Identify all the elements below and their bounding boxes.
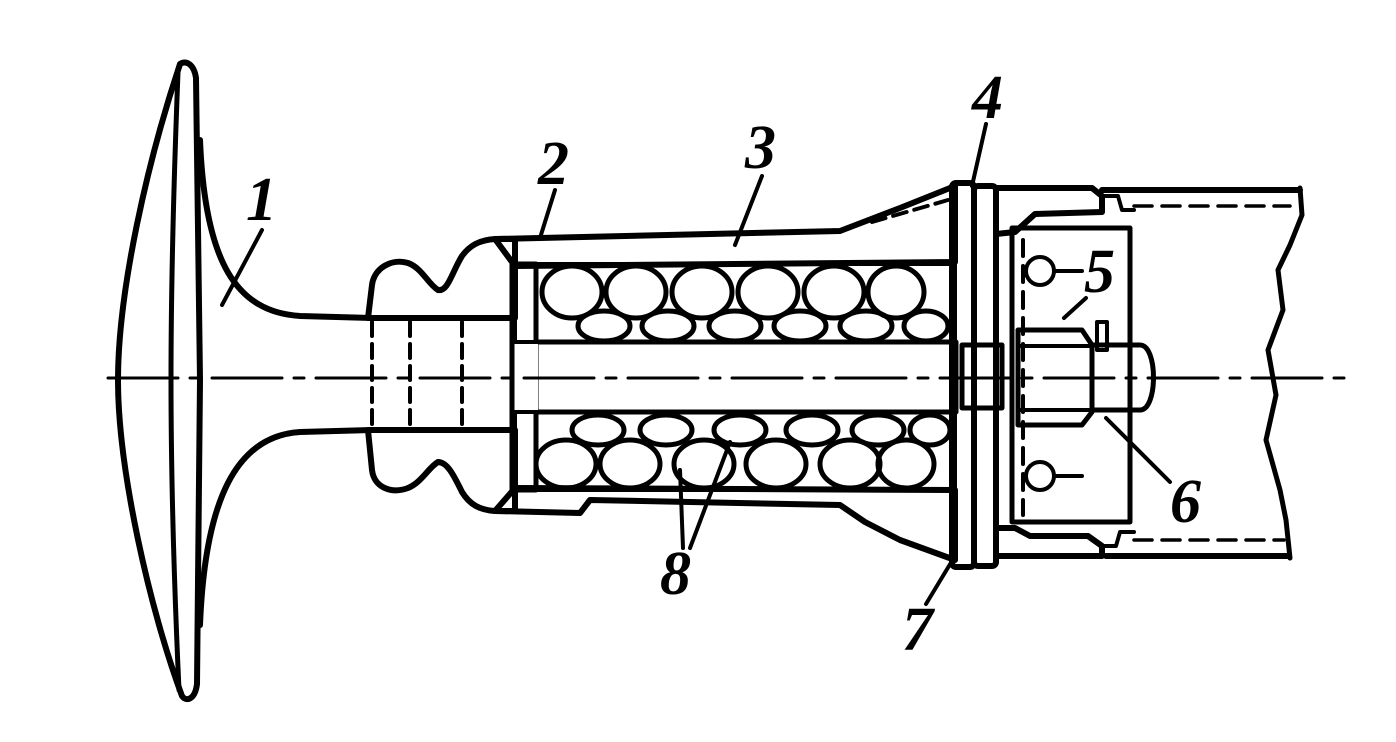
mounting-flange-top	[993, 185, 1105, 237]
frame-beam-connectors	[1100, 194, 1136, 548]
leader-line-6	[1104, 416, 1172, 484]
spring-pack-lower	[513, 410, 957, 492]
callout-8: 8	[660, 540, 691, 608]
lower-bolt	[1024, 460, 1084, 492]
collar-bore-hidden-lines	[370, 320, 464, 430]
callout-4: 4	[971, 64, 1003, 132]
mounting-flange-bottom	[993, 525, 1105, 559]
leader-line-2	[538, 188, 557, 240]
thrust-plate-right	[971, 183, 999, 569]
buffer-plate-inner-edge	[168, 69, 182, 693]
frame-beam-break-line	[1263, 185, 1305, 561]
retainer-box	[1009, 225, 1133, 525]
housing-collar-top	[365, 236, 518, 321]
housing-bottom-wall	[492, 485, 958, 563]
central-nut-faces	[1018, 344, 1092, 412]
buffer-plate	[115, 59, 203, 703]
callout-3: 3	[744, 114, 776, 182]
leader-line-7	[924, 554, 957, 606]
housing-top-wall	[492, 183, 958, 269]
callout-2: 2	[537, 130, 569, 198]
leader-line-8b	[688, 440, 732, 550]
plunger-stem	[197, 137, 375, 628]
housing-collar-bottom	[365, 427, 518, 514]
callout-6: 6	[1170, 468, 1201, 536]
housing-wedge-hidden-line	[870, 198, 950, 224]
leader-lines	[220, 122, 1172, 606]
frame-beam-hidden-lines	[1132, 204, 1292, 542]
leader-line-4	[970, 122, 988, 188]
leader-line-8a	[678, 468, 685, 550]
leader-line-1	[220, 228, 264, 307]
outer-spring-coils-lower	[533, 437, 937, 491]
outer-spring-coils-upper	[539, 263, 927, 321]
callout-7: 7	[902, 596, 936, 664]
callout-5: 5	[1084, 238, 1115, 306]
leader-line-3	[733, 174, 764, 247]
cotter-pin	[1095, 320, 1109, 352]
callout-1: 1	[246, 166, 277, 234]
frame-beam-outline	[1099, 187, 1303, 559]
leader-line-5	[1062, 296, 1088, 320]
upper-bolt	[1024, 255, 1084, 287]
